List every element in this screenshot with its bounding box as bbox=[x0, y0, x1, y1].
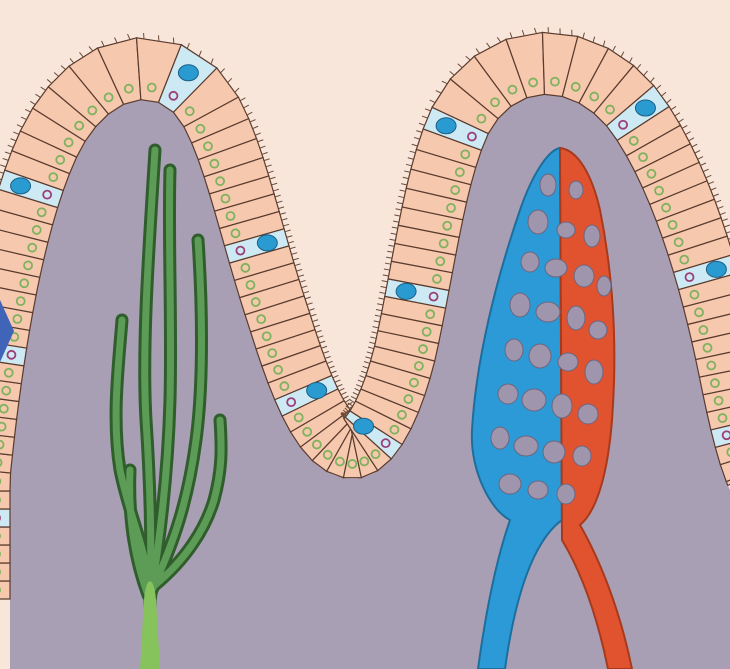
epithelial-cell bbox=[0, 545, 10, 563]
capillary-gap bbox=[491, 427, 509, 449]
goblet-mucus bbox=[436, 118, 456, 134]
capillary-gap bbox=[505, 339, 523, 361]
capillary-gap bbox=[557, 484, 575, 504]
capillary-gap bbox=[573, 446, 591, 466]
goblet-mucus bbox=[178, 65, 198, 81]
capillary-gap bbox=[529, 344, 551, 368]
capillary-gap bbox=[567, 306, 585, 330]
epithelial-cell bbox=[0, 491, 10, 509]
epithelial-cell bbox=[0, 527, 10, 545]
capillary-gap bbox=[569, 181, 583, 199]
capillary-gap bbox=[552, 394, 572, 418]
goblet-mucus bbox=[11, 178, 31, 194]
capillary-gap bbox=[510, 293, 530, 317]
capillary-gap bbox=[558, 353, 578, 371]
goblet-mucus bbox=[396, 283, 416, 299]
capillary-gap bbox=[540, 174, 556, 196]
capillary-gap bbox=[522, 389, 546, 411]
capillary-gap bbox=[498, 384, 518, 404]
epithelial-cell bbox=[0, 581, 10, 599]
goblet-mucus bbox=[257, 235, 277, 251]
capillary-gap bbox=[499, 474, 521, 494]
capillary-gap bbox=[589, 321, 607, 339]
goblet-cell bbox=[0, 509, 10, 527]
capillary-gap bbox=[543, 441, 565, 463]
capillary-gap bbox=[514, 436, 538, 456]
capillary-gap bbox=[574, 265, 594, 287]
capillary-gap bbox=[584, 225, 600, 247]
capillary-gap bbox=[528, 481, 548, 499]
goblet-mucus bbox=[354, 418, 374, 434]
capillary-gap bbox=[521, 252, 539, 272]
capillary-gap bbox=[585, 360, 603, 384]
capillary-gap bbox=[536, 302, 560, 322]
capillary-gap bbox=[528, 210, 548, 234]
epithelial-cell bbox=[0, 563, 10, 581]
goblet-mucus bbox=[307, 383, 327, 399]
capillary-gap bbox=[557, 222, 575, 238]
goblet-mucus bbox=[706, 261, 726, 277]
capillary-gap bbox=[597, 276, 611, 296]
goblet-mucus bbox=[635, 100, 655, 116]
capillary-gap bbox=[545, 259, 567, 277]
capillary-gap bbox=[578, 404, 598, 424]
